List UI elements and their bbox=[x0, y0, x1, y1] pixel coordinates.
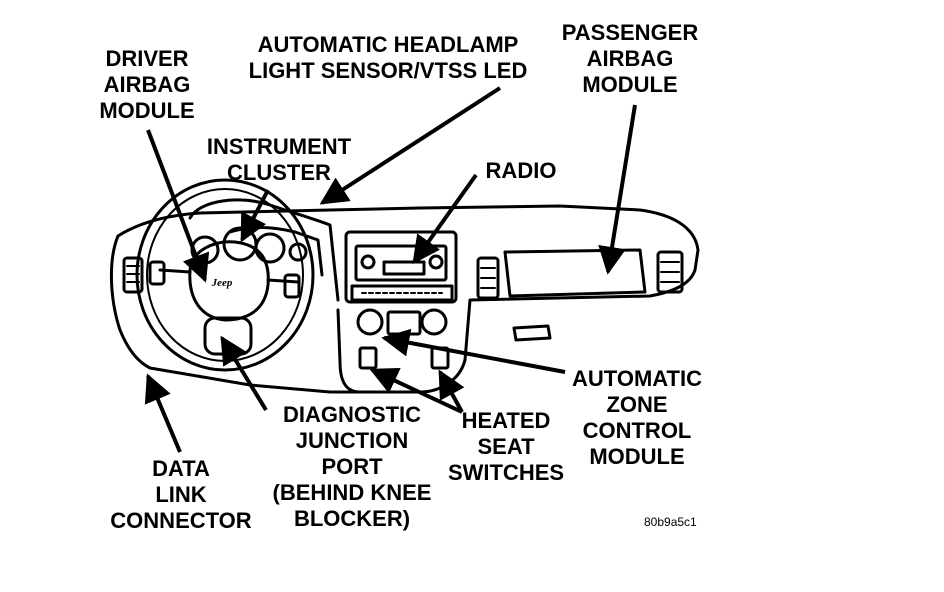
label-instrument-cluster: INSTRUMENT CLUSTER bbox=[206, 134, 352, 185]
label-zone-control: AUTOMATIC ZONE CONTROL MODULE bbox=[572, 366, 702, 469]
arrow-passenger-airbag bbox=[598, 104, 637, 275]
arrow-radio bbox=[412, 173, 478, 265]
label-data-link: DATA LINK CONNECTOR bbox=[110, 456, 252, 533]
heated-seat-switch-left bbox=[358, 346, 378, 370]
gauge-right bbox=[254, 232, 286, 264]
arrow-zone-control bbox=[381, 328, 566, 374]
climate-knob-right bbox=[420, 308, 448, 336]
steering-wheel-rim bbox=[135, 178, 315, 372]
arrow-instrument-cluster bbox=[240, 189, 270, 243]
steering-hub bbox=[188, 240, 270, 322]
label-diagnostic-port: DIAGNOSTIC JUNCTION PORT (BEHIND KNEE BL… bbox=[272, 402, 432, 531]
arrow-headlamp-sensor bbox=[319, 86, 502, 205]
glovebox-handle bbox=[512, 324, 552, 342]
arrow-heated-seat-left bbox=[369, 367, 463, 414]
label-heated-seat: HEATED SEAT SWITCHES bbox=[447, 408, 565, 485]
arrow-heated-seat-right bbox=[438, 369, 465, 413]
climate-knob-left bbox=[356, 308, 384, 336]
right-vent bbox=[656, 250, 684, 294]
radio-unit bbox=[354, 244, 448, 282]
passenger-airbag-door bbox=[503, 248, 647, 298]
arrow-data-link bbox=[144, 373, 182, 453]
label-headlamp-sensor: AUTOMATIC HEADLAMP LIGHT SENSOR/VTSS LED bbox=[248, 32, 528, 83]
dash-lower-left bbox=[110, 234, 362, 394]
label-passenger-airbag: PASSENGER AIRBAG MODULE bbox=[561, 20, 699, 97]
arrow-diagnostic-port bbox=[220, 335, 268, 412]
center-right-vent bbox=[476, 256, 500, 300]
label-radio: RADIO bbox=[485, 158, 557, 183]
left-vent bbox=[122, 256, 144, 294]
steering-logo: Jeep bbox=[211, 277, 233, 289]
label-driver-airbag: DRIVER AIRBAG MODULE bbox=[99, 46, 195, 123]
center-stack bbox=[344, 230, 458, 304]
arrow-driver-airbag bbox=[146, 129, 210, 283]
figure-id: 80b9a5c1 bbox=[644, 515, 697, 529]
